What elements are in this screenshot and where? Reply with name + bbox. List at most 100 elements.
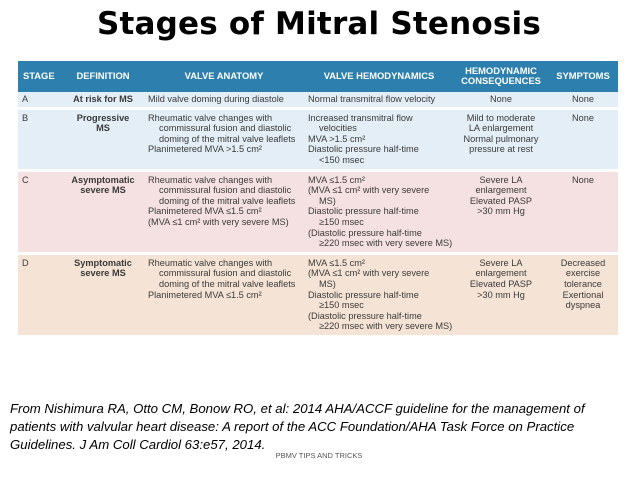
anatomy-line: Rheumatic valve changes with <box>148 112 273 123</box>
symptoms-line: Exertional <box>562 289 604 300</box>
cell-hemodynamics: MVA ≤1.5 cm²(MVA ≤1 cm² with very severe… <box>304 168 454 254</box>
cell-symptoms: None <box>548 91 618 109</box>
symptoms-line: tolerance <box>564 278 602 289</box>
hemodynamics-line: <150 msec <box>319 154 365 165</box>
hemodynamics-line: velocities <box>319 123 357 134</box>
anatomy-line: commissural fusion and diastolic <box>159 268 292 279</box>
hemodynamics-line: MVA >1.5 cm² <box>308 133 366 144</box>
table-row-stage-a: A At risk for MS Mild valve doming during … <box>18 91 618 109</box>
consequences-line: Mild to moderate <box>466 112 536 123</box>
anatomy-line: Planimetered MVA >1.5 cm² <box>148 144 262 155</box>
consequences-line: >30 mm Hg <box>477 206 525 217</box>
header-definition: DEFINITION <box>76 70 130 81</box>
hemodynamics-line: Diastolic pressure half-time <box>308 144 419 155</box>
footer-text: PBMV TIPS AND TRICKS <box>275 451 363 460</box>
hemodynamics-line: MS) <box>319 278 336 289</box>
symptoms-line: dyspnea <box>565 300 601 311</box>
hemodynamics-line: Increased transmitral flow <box>308 112 413 123</box>
cell-consequences: None <box>454 91 548 109</box>
hemodynamics-line: MS) <box>319 195 336 206</box>
consequences-line: Normal pulmonary <box>463 133 539 144</box>
hemodynamics-line: ≥150 msec <box>319 300 364 311</box>
hemodynamics-line: ≥220 msec with very severe MS) <box>319 321 453 332</box>
definition-line: MS <box>96 123 110 134</box>
consequences-line: Elevated PASP <box>469 278 533 289</box>
cell-stage: B <box>18 106 62 171</box>
definition-line: Asymptomatic <box>71 174 135 185</box>
consequences-line: Elevated PASP <box>469 195 533 206</box>
table-body: A At risk for MS Mild valve doming during … <box>18 91 618 335</box>
header-valve-hemodynamics: VALVE HEMODYNAMICS <box>323 70 435 81</box>
anatomy-line: doming of the mitral valve leaflets <box>159 278 296 289</box>
consequences-line: Severe LA <box>479 257 523 268</box>
consequences-line: pressure at rest <box>469 144 533 155</box>
definition-line: Symptomatic <box>74 257 132 268</box>
symptoms-line: None <box>572 112 594 123</box>
symptoms-line: None <box>572 174 594 185</box>
hemodynamics-line: (MVA ≤1 cm² with very severe <box>308 268 430 279</box>
cell-stage: D <box>18 251 62 335</box>
slide-title: Stages of Mitral Stenosis <box>96 6 542 42</box>
anatomy-line: commissural fusion and diastolic <box>159 123 292 134</box>
consequences-line: Severe LA <box>479 174 523 185</box>
hemodynamics-line: Diastolic pressure half-time <box>308 206 419 217</box>
anatomy-line: doming of the mitral valve leaflets <box>159 195 296 206</box>
header-hemodynamic-consequences: HEMODYNAMIC CONSEQUENCES <box>461 65 541 86</box>
hemodynamics-line: (Diastolic pressure half-time <box>308 227 422 238</box>
anatomy-line: Planimetered MVA ≤1.5 cm² <box>148 206 262 217</box>
cell-hemodynamics: MVA ≤1.5 cm²(MVA ≤1 cm² with very severe… <box>304 251 454 335</box>
anatomy-line: Planimetered MVA ≤1.5 cm² <box>148 289 262 300</box>
hemodynamics-line: MVA ≤1.5 cm² <box>308 174 365 185</box>
consequences-line: None <box>490 94 512 104</box>
symptoms-line: None <box>572 94 594 104</box>
cell-anatomy: Mild valve doming during diastole <box>144 91 304 109</box>
definition-line: severe MS <box>80 268 126 279</box>
definition-line: severe MS <box>80 185 126 196</box>
cell-definition: At risk for MS <box>62 91 144 109</box>
ms-stages-table: STAGE DEFINITION VALVE ANATOMY VALVE HEM… <box>18 61 618 335</box>
table-header-row: STAGE DEFINITION VALVE ANATOMY VALVE HEM… <box>18 61 618 92</box>
anatomy-line: doming of the mitral valve leaflets <box>159 133 296 144</box>
anatomy-line: Rheumatic valve changes with <box>148 174 273 185</box>
consequences-line: enlargement <box>475 268 527 279</box>
hemodynamics-line: MVA ≤1.5 cm² <box>308 257 365 268</box>
consequences-line: enlargement <box>475 185 527 196</box>
definition-line: At risk for MS <box>73 94 133 104</box>
anatomy-line: Mild valve doming during diastole <box>148 94 284 104</box>
cell-stage: A <box>18 91 62 109</box>
hemodynamics-line: Diastolic pressure half-time <box>308 289 419 300</box>
cell-stage: C <box>18 168 62 254</box>
header-stage: STAGE <box>23 70 55 81</box>
anatomy-line: commissural fusion and diastolic <box>159 185 292 196</box>
consequences-line: >30 mm Hg <box>477 289 525 300</box>
cell-symptoms: None <box>548 106 618 171</box>
definition-line: Progressive <box>76 112 130 123</box>
anatomy-line: (MVA ≤1 cm² with very severe MS) <box>148 216 289 227</box>
cell-symptoms: None <box>548 168 618 254</box>
hemodynamics-line: (Diastolic pressure half-time <box>308 310 422 321</box>
hemodynamics-line: (MVA ≤1 cm² with very severe <box>308 185 430 196</box>
header-valve-anatomy: VALVE ANATOMY <box>184 70 264 81</box>
hemodynamics-line: Normal transmitral flow velocity <box>308 94 436 104</box>
symptoms-line: Decreased <box>560 257 606 268</box>
hemodynamics-line: ≥150 msec <box>319 216 364 227</box>
consequences-line: LA enlargement <box>468 123 534 134</box>
symptoms-line: exercise <box>565 268 601 279</box>
citation-text: From Nishimura RA, Otto CM, Bonow RO, et… <box>10 401 585 452</box>
anatomy-line: Rheumatic valve changes with <box>148 257 273 268</box>
header-symptoms: SYMPTOMS <box>556 70 610 81</box>
